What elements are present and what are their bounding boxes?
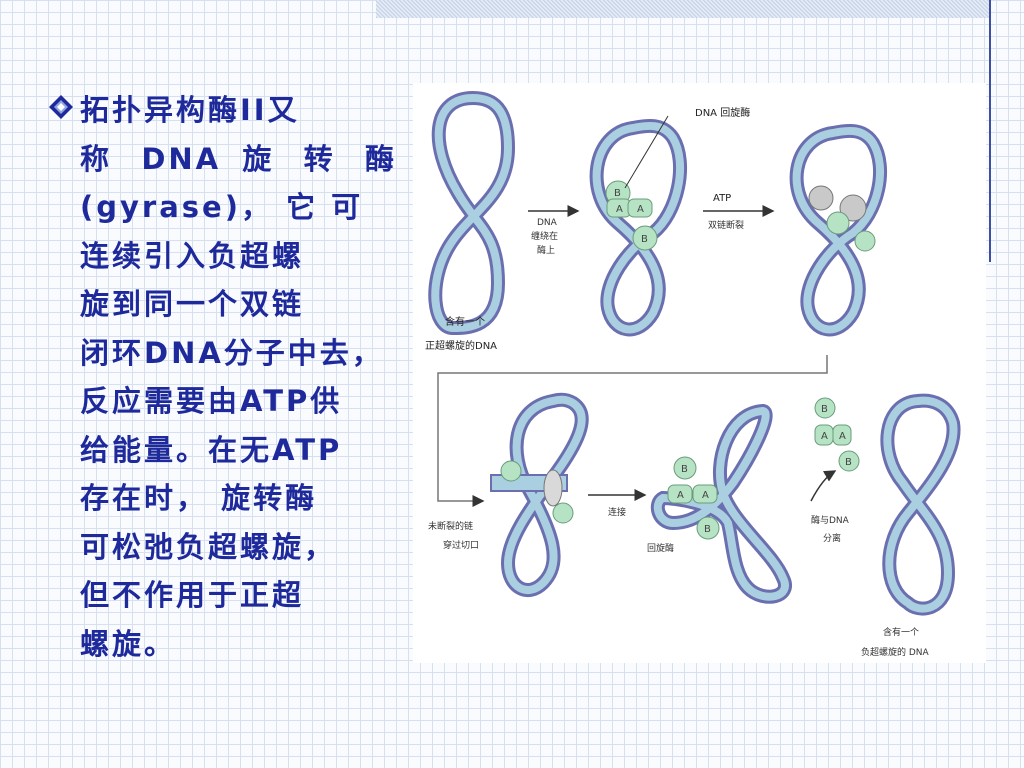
label-neg-2: 负超螺旋的 DNA [861, 646, 930, 658]
dna-figure8-positive [428, 90, 516, 336]
label-release-1: 酶与DNA [811, 514, 850, 526]
subunit-b: B [704, 524, 711, 535]
subunit-a: A [637, 204, 644, 215]
text-line: 但不作用于正超 [80, 578, 305, 612]
dna-figure8-bound [589, 118, 687, 337]
subunit-a: A [821, 431, 828, 442]
label-gyrase2: 回旋酶 [647, 542, 674, 554]
text-line: 反应需要由ATP供 [80, 384, 343, 418]
text-line: 称 DNA 旋 转 酶 [80, 141, 397, 176]
label-unbroken-1: 未断裂的链 [428, 520, 473, 532]
label-unbroken-2: 穿过切口 [443, 539, 479, 551]
label-pos-line1: 含有一个 [445, 315, 485, 328]
subunit-a: A [702, 490, 709, 501]
header-decor-band [376, 0, 990, 18]
released-enzyme [814, 397, 860, 472]
text-line: 给能量。在无ATP [80, 432, 343, 467]
gyrase-diagram: 含有一个 正超螺旋的DNA DNA 缠绕在 酶上 B A A B DNA 回旋酶… [413, 83, 986, 663]
label-bind-1: DNA [537, 218, 558, 228]
text-line: 可松弛负超螺旋， [80, 529, 337, 564]
label-break: 双链断裂 [708, 219, 744, 231]
subunit-b: B [614, 188, 621, 199]
label-pos-line2: 正超螺旋的DNA [425, 339, 497, 352]
text-line: 连续引入负超螺 [80, 238, 305, 273]
diamond-bullet-icon [49, 95, 73, 119]
label-ligate: 连接 [608, 506, 626, 518]
subunit-a: A [839, 431, 846, 442]
label-release-2: 分离 [823, 532, 841, 544]
label-neg-1: 含有一个 [883, 626, 919, 638]
subunit-a: A [616, 204, 623, 215]
connector-arrow [437, 355, 828, 507]
text-line: 拓扑异构酶II又 [80, 93, 300, 127]
label-bind-3: 酶上 [537, 244, 555, 256]
text-line: 螺旋。 [80, 626, 177, 661]
text-line: 存在时， 旋转酶 [80, 481, 318, 515]
text-line: 闭环DNA分子中去， [80, 335, 384, 370]
arrow-4 [810, 470, 837, 502]
label-atp: ATP [713, 193, 731, 204]
dna-figure8-broken [789, 123, 887, 337]
right-decor-rule [989, 0, 991, 262]
gyrase-diagram-svg: 含有一个 正超螺旋的DNA DNA 缠绕在 酶上 B A A B DNA 回旋酶… [425, 90, 961, 658]
dna-figure8-negative [880, 393, 961, 616]
dna-figure8-ligated [650, 403, 792, 604]
text-line: 旋到同一个双链 [80, 287, 305, 321]
subunit-b: B [845, 457, 852, 468]
dna-figure8-passing [490, 392, 589, 597]
subunit-b: B [821, 404, 828, 415]
body-text: 拓扑异构酶II又 称 DNA 旋 转 酶 (gyrase)， 它 可 连续引入负… [49, 86, 397, 668]
pointer-line [624, 115, 669, 189]
subunit-a: A [677, 490, 684, 501]
label-bind-2: 缠绕在 [531, 230, 558, 242]
subunit-b: B [681, 464, 688, 475]
subunit-b: B [641, 234, 648, 245]
text-line: (gyrase)， 它 可 [80, 190, 364, 224]
label-gyrase: DNA 回旋酶 [695, 106, 750, 119]
